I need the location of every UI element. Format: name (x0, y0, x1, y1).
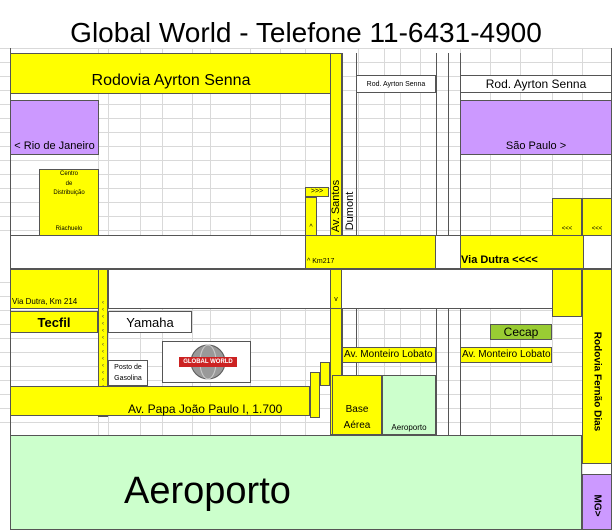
destination-rio-de-janeiro (10, 100, 99, 155)
connector-column-2 (320, 362, 330, 386)
road-ayrton-senna (10, 53, 332, 94)
base-aerea-line2: Aérea (343, 420, 371, 431)
destination-sao-paulo (460, 100, 612, 155)
aeroporto-big (10, 435, 582, 530)
aeroporto-big-label: Aeroporto (124, 470, 291, 512)
marker-right-block-1 (552, 198, 582, 238)
building-yamaha (108, 311, 192, 333)
destination-sao-paulo-label: São Paulo > (505, 140, 567, 152)
marker-right-block-2 (582, 198, 612, 238)
riachuelo-label: Riachuelo (55, 226, 83, 232)
area-cecap (490, 324, 552, 340)
base-aerea (332, 375, 382, 435)
road-papa-joao-paulo-label: Av. Papa João Paulo I, 1.700 (128, 402, 283, 416)
connector-column-1 (310, 372, 320, 418)
access-ramp-column (305, 197, 317, 237)
marker-arrows-right: >>> (310, 188, 324, 195)
marker-arrows-right-box (305, 187, 329, 197)
road-ayrton-senna-label: Rodovia Ayrton Senna (91, 72, 251, 89)
global-world-logo-text: GLOBAL WORLD (183, 359, 233, 365)
road-papa-joao-paulo (10, 386, 310, 416)
marker-arrows-left-2: <<< (591, 226, 603, 232)
area-cecap-label: Cecap (503, 325, 539, 339)
global-world-logo-icon (179, 344, 237, 380)
road-monteiro-lobato-left-label: Av. Monteiro Lobato (344, 349, 433, 360)
marker-caret-up: ^ (309, 224, 313, 231)
marker-arrows-left-1: <<< (561, 226, 573, 232)
road-km217-label: ^ Km217 (307, 258, 335, 265)
road-ayrton-senna-right-label: Rod. Ayrton Senna (485, 77, 587, 91)
aeroporto-small-label: Aeroporto (391, 423, 427, 432)
access-road-dots: ‹‹‹‹‹‹‹‹‹‹‹‹‹‹ (102, 300, 104, 397)
road-monteiro-lobato-right-label: Av. Monteiro Lobato (462, 349, 551, 360)
base-aerea-line1: Base (345, 404, 369, 415)
gas-station-line1: Posto de (114, 364, 142, 371)
building-yamaha-label: Yamaha (126, 315, 174, 330)
centro-line1: Centro (59, 171, 78, 177)
road-via-dutra-right-piece (552, 269, 582, 317)
map-title: Global World - Telefone 11-6431-4900 (70, 17, 542, 48)
road-santos-dumont-crossing (330, 269, 342, 309)
road-via-dutra-label: Via Dutra <<<< (461, 254, 538, 266)
road-via-dutra-lower (10, 269, 108, 309)
destination-mg-label: MG> (591, 494, 603, 517)
road-via-dutra-lower-white (108, 269, 612, 309)
centro-line2: de (65, 181, 73, 187)
building-tecfil (10, 311, 98, 333)
centro-line3: Distribuição (53, 190, 85, 196)
centro-distribuicao-riachuelo (39, 169, 99, 236)
road-via-dutra-yellow-right (460, 235, 584, 269)
road-fernao-dias-label: Rodovia Fernão Dias (591, 331, 603, 432)
building-tecfil-label: Tecfil (37, 315, 71, 330)
road-monteiro-lobato-right (460, 347, 552, 363)
road-ayrton-senna-middle (356, 75, 436, 93)
road-monteiro-lobato-left (342, 347, 436, 363)
road-via-dutra-km-label: Via Dutra, Km 214 (12, 297, 78, 306)
gas-station-line2: Gasolina (114, 375, 142, 382)
aeroporto-small (382, 375, 436, 435)
access-road-vertical (98, 269, 108, 417)
road-via-dutra-yellow-left (305, 235, 436, 269)
marker-caret-down: v (334, 296, 338, 303)
road-ayrton-senna-middle-label: Rod. Ayrton Senna (366, 81, 426, 88)
destination-rio-label: < Rio de Janeiro (14, 140, 95, 152)
gas-station (108, 360, 148, 386)
